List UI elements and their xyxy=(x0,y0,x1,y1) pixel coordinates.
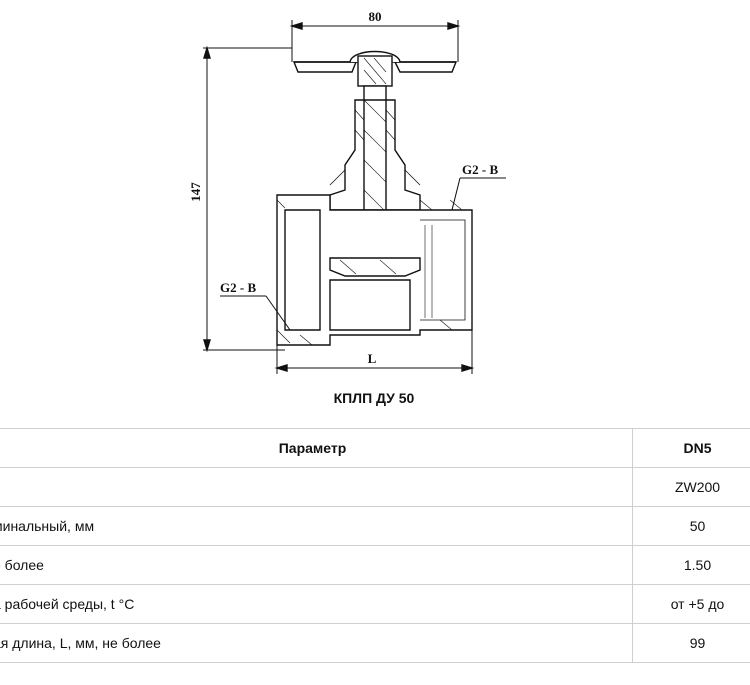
dim-height-label: 147 xyxy=(188,182,203,202)
thread-label-left: G2 - B xyxy=(220,280,256,295)
spec-table: Параметр DN5 ZW200 минальный, мм 50 е бо… xyxy=(0,428,750,663)
row-value: от +5 до xyxy=(632,584,750,624)
row-value: 99 xyxy=(632,623,750,663)
header-parameter: Параметр xyxy=(0,428,633,468)
row-value: 50 xyxy=(632,506,750,546)
table-row: минальный, мм 50 xyxy=(0,506,750,546)
table-header-row: Параметр DN5 xyxy=(0,428,750,468)
drawing-caption: КПЛП ДУ 50 xyxy=(333,390,415,406)
valve-drawing: 80 147 G2 - B G2 - B L xyxy=(188,9,506,374)
table-row: ая длина, L, мм, не более 99 xyxy=(0,623,750,663)
row-value: ZW200 xyxy=(632,467,750,507)
header-dn: DN5 xyxy=(632,428,750,468)
row-param: ая длина, L, мм, не более xyxy=(0,623,633,663)
row-param xyxy=(0,467,633,507)
thread-label-right: G2 - B xyxy=(462,162,498,177)
table-row: е более 1.50 xyxy=(0,545,750,585)
dim-width-label: 80 xyxy=(369,9,382,24)
row-value: 1.50 xyxy=(632,545,750,585)
table-row: а рабочей среды, t °C от +5 до xyxy=(0,584,750,624)
row-param: е более xyxy=(0,545,633,585)
table-row: ZW200 xyxy=(0,467,750,507)
row-param: минальный, мм xyxy=(0,506,633,546)
dim-length-label: L xyxy=(368,351,377,366)
row-param: а рабочей среды, t °C xyxy=(0,584,633,624)
